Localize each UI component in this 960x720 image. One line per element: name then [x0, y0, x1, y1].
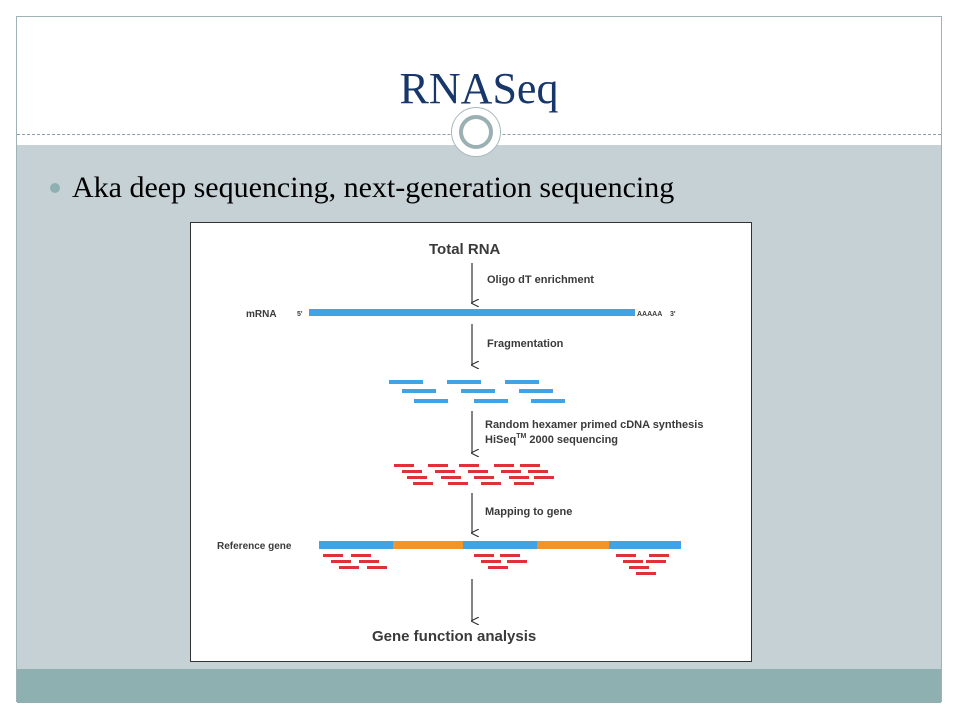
- fragments-group: [389, 380, 565, 403]
- hiseq-text: HiSeq: [485, 434, 516, 446]
- mapped-reads-group: [323, 554, 669, 575]
- read: [435, 470, 455, 473]
- read: [514, 482, 534, 485]
- read: [402, 470, 422, 473]
- bullet-dot-icon: [50, 183, 60, 193]
- bullet-text: Aka deep sequencing, next-generation seq…: [72, 171, 675, 204]
- exon-segment: [609, 541, 681, 549]
- read: [481, 482, 501, 485]
- slide-title: RNASeq: [399, 64, 559, 113]
- read: [509, 476, 529, 479]
- mapped-read: [616, 554, 636, 557]
- mapped-read: [649, 554, 669, 557]
- read: [407, 476, 427, 479]
- mapped-read: [474, 554, 494, 557]
- reads-group: [394, 464, 554, 485]
- exon-segment: [463, 541, 537, 549]
- intron-segment: [537, 541, 609, 549]
- mapped-read: [623, 560, 643, 563]
- reference-gene-label: Reference gene: [217, 541, 292, 552]
- fragment: [519, 389, 553, 393]
- mapped-read: [367, 566, 387, 569]
- footer-band: [17, 669, 941, 703]
- read: [494, 464, 514, 467]
- fragment: [447, 380, 481, 384]
- read: [413, 482, 433, 485]
- sequencing-text: 2000 sequencing: [526, 434, 618, 446]
- read: [448, 482, 468, 485]
- read: [441, 476, 461, 479]
- fragment: [389, 380, 423, 384]
- reference-gene-bar: [319, 541, 681, 549]
- read: [394, 464, 414, 467]
- read: [459, 464, 479, 467]
- exon-segment: [319, 541, 393, 549]
- mapped-read: [646, 560, 666, 563]
- mapped-read: [339, 566, 359, 569]
- gene-function-analysis-label: Gene function analysis: [372, 628, 536, 645]
- step-cdna-synthesis-label: Random hexamer primed cDNA synthesis: [485, 419, 703, 431]
- mapped-read: [331, 560, 351, 563]
- mrna-bar: [309, 309, 635, 316]
- total-rna-label: Total RNA: [429, 241, 501, 258]
- mapped-read: [488, 566, 508, 569]
- mapped-read: [507, 560, 527, 563]
- mapped-read: [323, 554, 343, 557]
- mapped-read: [481, 560, 501, 563]
- step-mapping-label: Mapping to gene: [485, 506, 572, 518]
- fragment: [531, 399, 565, 403]
- mrna-label: mRNA: [246, 309, 277, 320]
- three-prime-label: 3': [670, 311, 676, 318]
- step-fragmentation-label: Fragmentation: [487, 338, 564, 350]
- read: [474, 476, 494, 479]
- read: [428, 464, 448, 467]
- fragment: [461, 389, 495, 393]
- rnaseq-workflow-diagram: Total RNA Oligo dT enrichment mRNA 5' AA…: [190, 222, 752, 662]
- mapped-read: [359, 560, 379, 563]
- read: [528, 470, 548, 473]
- mapped-read: [351, 554, 371, 557]
- divider-ring-icon: [451, 107, 501, 157]
- fragment: [505, 380, 539, 384]
- read: [520, 464, 540, 467]
- mapped-read: [500, 554, 520, 557]
- workflow-svg: Total RNA Oligo dT enrichment mRNA 5' AA…: [217, 241, 703, 645]
- five-prime-label: 5': [297, 311, 303, 318]
- read: [534, 476, 554, 479]
- polya-tail-label: AAAAA: [637, 311, 662, 318]
- intron-segment: [393, 541, 463, 549]
- fragment: [474, 399, 508, 403]
- read: [468, 470, 488, 473]
- read: [501, 470, 521, 473]
- divider-ring-inner: [459, 115, 493, 149]
- fragment: [402, 389, 436, 393]
- step-oligo-dt-label: Oligo dT enrichment: [487, 274, 594, 286]
- step-sequencing-label: HiSeqTM 2000 sequencing: [485, 433, 618, 446]
- trademark-text: TM: [516, 433, 526, 440]
- fragment: [414, 399, 448, 403]
- mapped-read: [636, 572, 656, 575]
- mapped-read: [629, 566, 649, 569]
